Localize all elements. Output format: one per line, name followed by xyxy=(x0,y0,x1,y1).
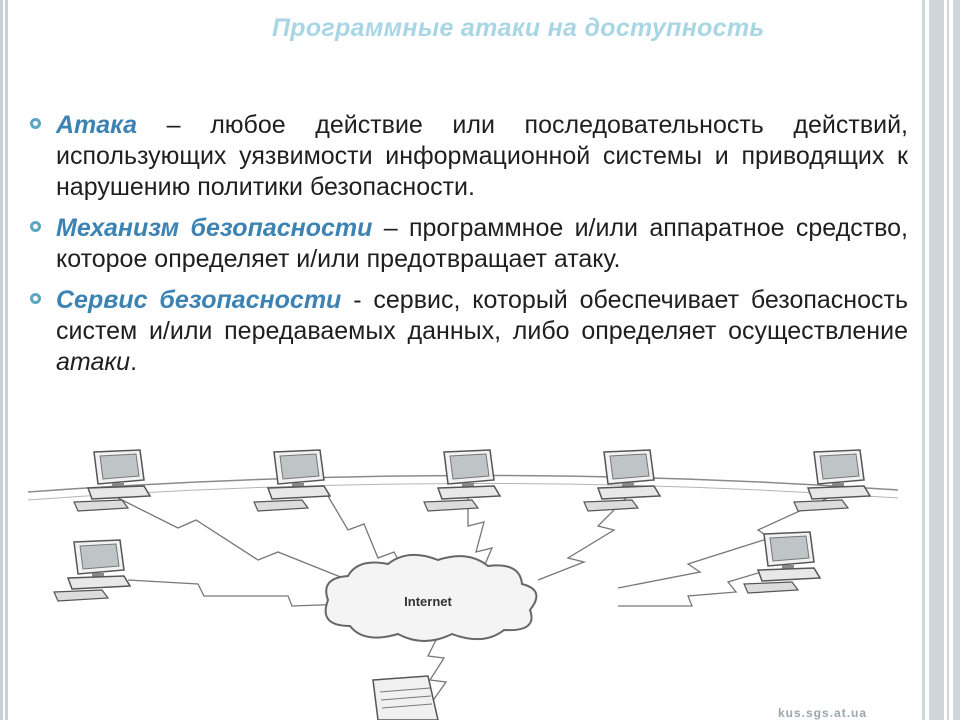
internet-cloud: Internet xyxy=(324,553,538,642)
cloud-label: Internet xyxy=(404,594,452,609)
lightning-link xyxy=(537,495,629,581)
right-frame-border xyxy=(918,0,960,720)
slide-title: Программные атаки на доступность xyxy=(272,14,765,42)
left-frame-border xyxy=(0,0,12,720)
computer-icon xyxy=(423,449,501,512)
computer-icon xyxy=(743,531,821,594)
definition-tail: . xyxy=(130,348,138,376)
bullet-attack: Атака – любое действие или последователь… xyxy=(28,110,908,203)
watermark-label: kus.sgs.at.ua xyxy=(778,706,868,720)
definition-attack: – любое действие или последовательность … xyxy=(56,111,908,201)
definition-security-service: - сервис, который обеспечивает безопасно… xyxy=(56,286,908,345)
term-security-mechanism: Механизм безопасности xyxy=(56,214,373,242)
term-security-service: Сервис безопасности xyxy=(56,286,342,314)
lightning-link xyxy=(617,497,829,589)
computer-icon xyxy=(793,449,871,512)
lightning-link xyxy=(327,495,409,579)
lightning-link xyxy=(618,569,769,607)
computer-icon xyxy=(253,449,331,512)
bullet-circle-icon xyxy=(30,118,41,129)
lightning-links xyxy=(117,495,829,703)
bullet-circle-icon xyxy=(30,221,41,232)
lightning-link xyxy=(467,496,494,577)
definition-security-mechanism: – программное и/или аппаратное средство,… xyxy=(56,214,908,273)
server-icon xyxy=(372,675,439,720)
computer-icon xyxy=(53,539,131,602)
computer-icon xyxy=(73,449,151,512)
bullet-list: Атака – любое действие или последователь… xyxy=(28,110,908,388)
lightning-link xyxy=(117,497,349,581)
lightning-link xyxy=(427,635,448,703)
computer-icon xyxy=(583,449,661,512)
bullet-security-service: Сервис безопасности - сервис, который об… xyxy=(28,285,908,378)
bullet-circle-icon xyxy=(30,293,41,304)
definition-emphasis: атаки xyxy=(56,348,131,376)
lightning-link xyxy=(127,579,349,607)
term-attack: Атака xyxy=(56,111,138,139)
network-diagram: Internet xyxy=(28,449,899,720)
bullet-security-mechanism: Механизм безопасности – программное и/ил… xyxy=(28,213,908,275)
